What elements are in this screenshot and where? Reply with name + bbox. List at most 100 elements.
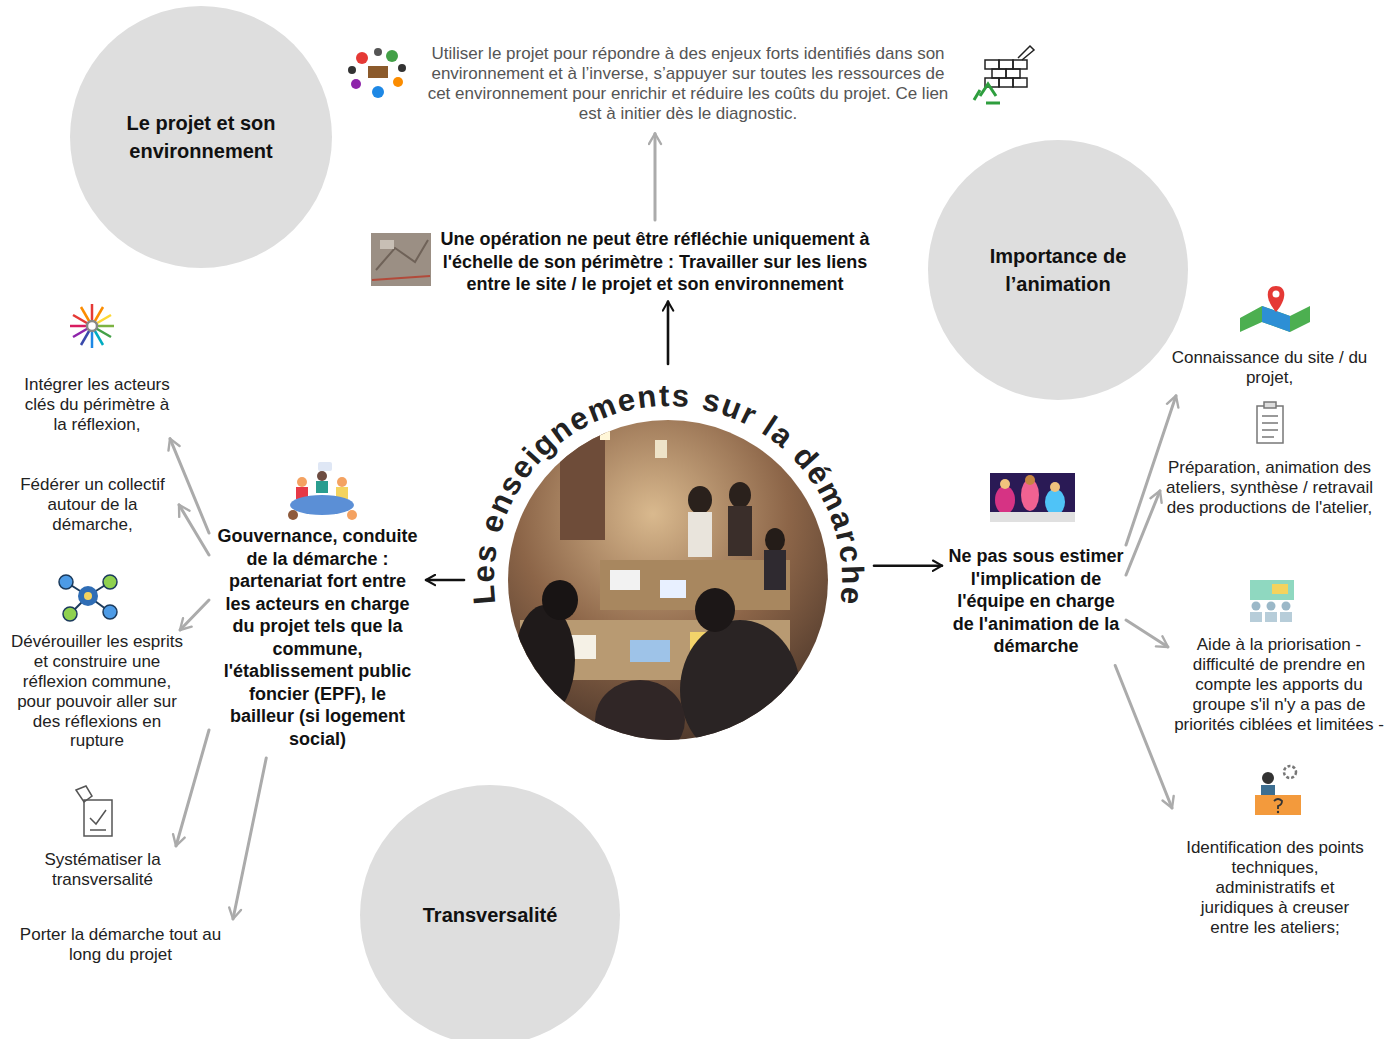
meeting-icon-part <box>297 477 307 487</box>
connector-arrow <box>233 758 266 919</box>
site-thumbnail-part <box>380 240 394 249</box>
diversity-icon-part <box>87 321 97 331</box>
diversity-icon <box>70 304 114 348</box>
clipboard-icon <box>1257 402 1283 443</box>
workshop-photo-part <box>610 570 640 590</box>
community-icon-part <box>398 64 406 72</box>
body-text: Utiliser le projet pour répondre à des e… <box>418 44 958 124</box>
workshop-photo-part <box>680 620 800 760</box>
checklist-icon-part <box>76 786 92 802</box>
connector-arrow <box>170 439 209 533</box>
detail-text: Aide à la priorisation - difficulté de p… <box>1170 635 1388 734</box>
presentation-icon-part <box>1265 612 1277 622</box>
brick-recycle-icon-part <box>1013 78 1027 87</box>
presentation-icon-part <box>1250 612 1262 622</box>
brick-recycle-icon-part <box>985 60 999 69</box>
network-icon-part <box>78 586 98 606</box>
site-thumbnail <box>371 233 431 286</box>
presentation-icon-part <box>1267 602 1276 611</box>
meeting-icon-part <box>337 477 347 487</box>
brick-recycle-icon-part <box>1006 69 1020 78</box>
checklist-icon-part <box>84 800 112 836</box>
note-text: Utiliser le projet pour répondre à des e… <box>418 44 958 124</box>
circle-title: Transversalité <box>423 901 558 929</box>
meeting-icon-part <box>288 510 298 520</box>
network-icon-part <box>103 575 117 589</box>
presentation-icon-part <box>1282 602 1291 611</box>
crowd-photo-part <box>990 512 1075 522</box>
central-photo-circle: Les enseignements sur la démarche <box>458 370 878 790</box>
community-icon-part <box>372 86 384 98</box>
network-icon-part <box>103 605 117 619</box>
detail-text: Intégrer les acteurs clés du périmètre à… <box>22 375 172 435</box>
workshop-photo-part <box>728 506 752 556</box>
network-icon-part <box>63 607 77 621</box>
brick-recycle-icon <box>974 46 1034 103</box>
crowd-photo-part <box>990 473 1075 522</box>
community-icon-part <box>351 79 361 89</box>
theme-circle: Le projet et son environnement <box>70 6 332 268</box>
workshop-photo-part <box>695 588 735 632</box>
help-desk-icon-part <box>1274 799 1282 809</box>
body-text: Connaissance du site / du projet, <box>1162 348 1377 388</box>
crowd-photo-part <box>1025 475 1035 485</box>
brick-recycle-icon-part <box>1018 46 1034 60</box>
workshop-photo-part <box>600 560 790 610</box>
brick-recycle-icon-part <box>999 78 1013 87</box>
body-text: Systématiser la transversalité <box>25 850 180 890</box>
community-icon-part <box>368 66 388 78</box>
connector-arrow <box>426 579 464 582</box>
network-icon-part <box>59 575 73 589</box>
help-desk-icon <box>1255 766 1301 815</box>
presentation-icon <box>1250 580 1294 622</box>
meeting-icon-part <box>316 481 328 493</box>
body-text: Aide à la priorisation - difficulté de p… <box>1170 635 1388 734</box>
connector-arrow <box>180 600 209 630</box>
meeting-icon <box>288 462 357 520</box>
presentation-icon-part <box>1272 584 1288 594</box>
help-desk-icon-part <box>1284 766 1296 778</box>
workshop-photo-part <box>729 482 751 508</box>
body-text: Porter la démarche tout au long du proje… <box>18 925 223 965</box>
circle-title: Le projet et son environnement <box>100 109 302 165</box>
site-thumbnail-part <box>376 240 428 270</box>
connector-arrow <box>874 564 942 567</box>
community-icon <box>348 48 406 98</box>
network-icon-part <box>84 592 92 600</box>
key-lesson: Une opération ne peut être réfléchie uni… <box>440 228 870 296</box>
crowd-photo-part <box>1050 482 1060 492</box>
help-desk-icon-part <box>1262 772 1274 784</box>
crowd-photo <box>990 473 1075 522</box>
body-text: Une opération ne peut être réfléchie uni… <box>440 228 870 296</box>
key-lesson: Ne pas sous estimer l'implication de l'é… <box>948 545 1124 658</box>
connector-arrow <box>176 730 209 846</box>
clipboard-icon-part <box>1262 422 1278 424</box>
workshop-photo-part <box>655 440 667 458</box>
crowd-photo-part <box>995 486 1015 514</box>
workshop-photo-part <box>515 605 575 715</box>
brick-recycle-icon-part <box>1013 60 1027 69</box>
workshop-photo-part <box>630 640 670 662</box>
connector-arrow <box>1126 491 1160 575</box>
workshop-photo <box>500 415 840 760</box>
community-icon-part <box>348 66 356 74</box>
body-text: Ne pas sous estimer l'implication de l'é… <box>948 545 1124 658</box>
workshop-photo-part <box>595 680 685 760</box>
crowd-photo-part <box>1045 489 1065 515</box>
detail-text: Dévérouiller les esprits et construire u… <box>8 632 186 751</box>
meeting-icon-part <box>317 471 327 481</box>
clipboard-icon-part <box>1262 429 1278 431</box>
workshop-photo-part <box>688 512 712 557</box>
workshop-photo-part <box>600 430 610 440</box>
checklist-icon-part <box>90 810 106 824</box>
workshop-photo-part <box>542 580 578 620</box>
checklist-icon <box>76 786 112 836</box>
community-icon-part <box>374 48 382 56</box>
connector-arrow <box>1115 666 1172 809</box>
curved-title: Les enseignements sur la démarche <box>466 378 870 606</box>
meeting-icon-part <box>347 510 357 520</box>
detail-text: Porter la démarche tout au long du proje… <box>18 925 223 965</box>
detail-text: Préparation, animation des ateliers, syn… <box>1162 458 1377 518</box>
clipboard-icon-part <box>1262 436 1274 438</box>
